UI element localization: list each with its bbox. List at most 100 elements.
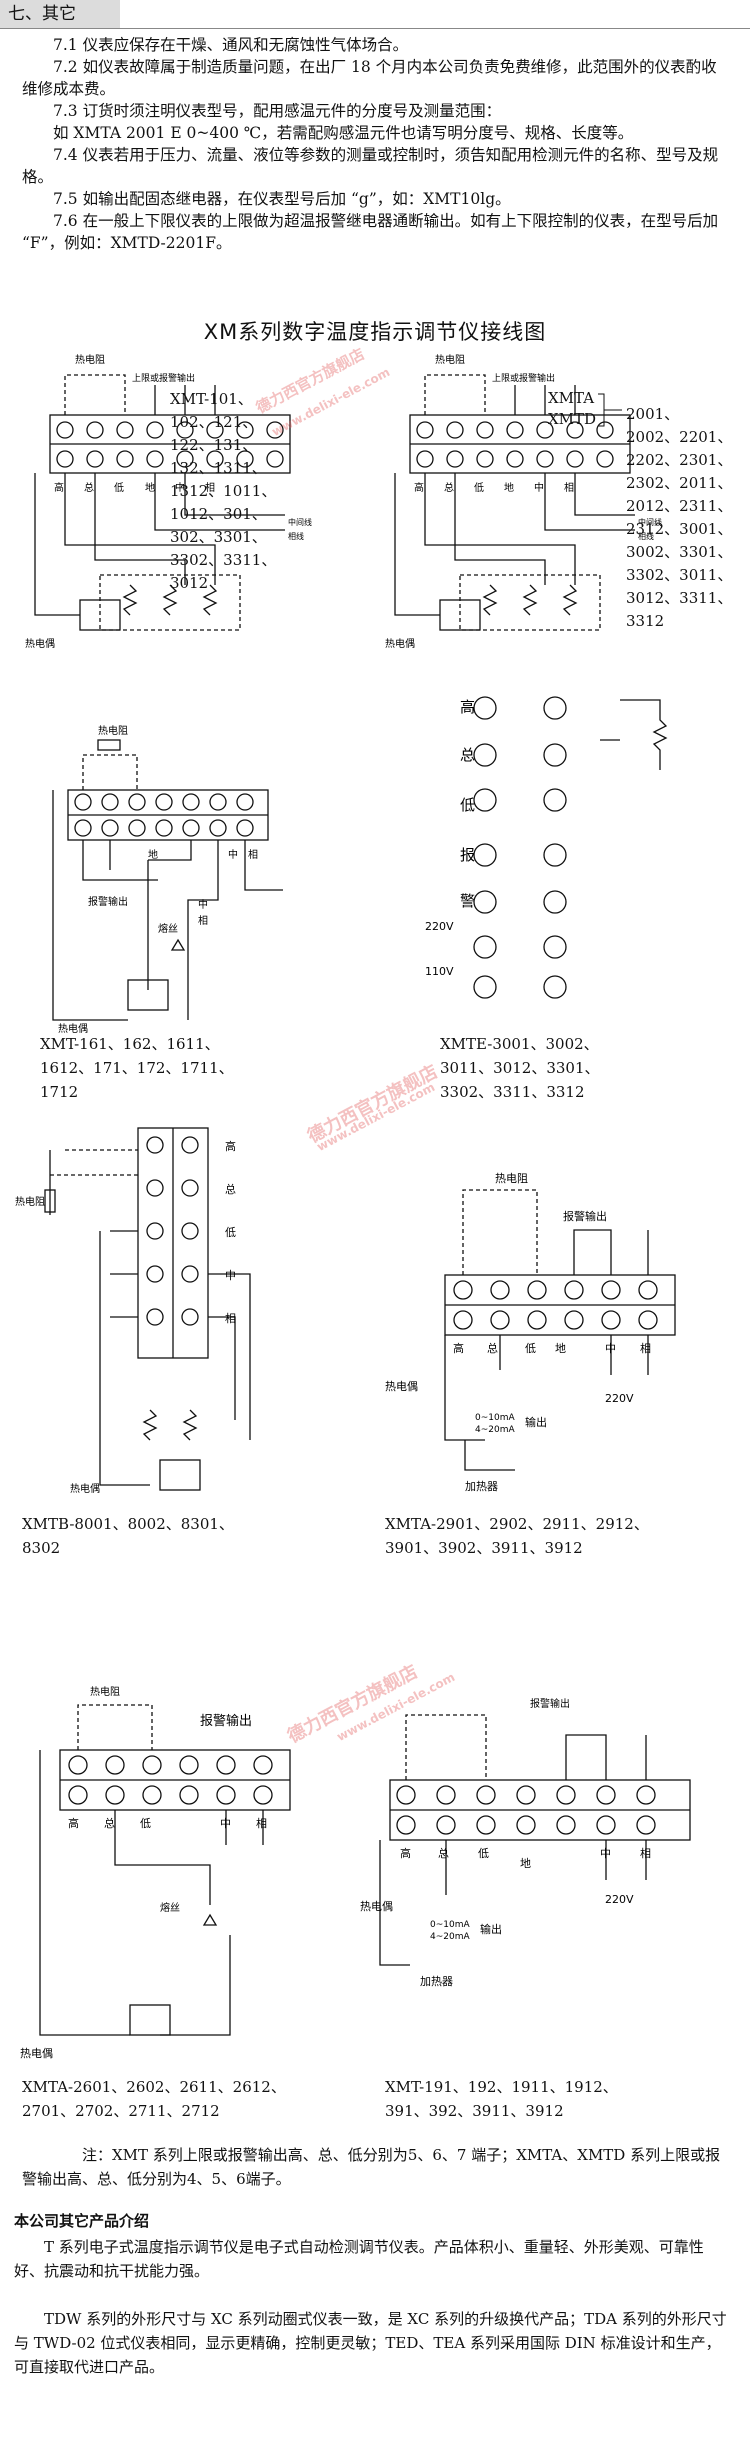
term-ground: 地 xyxy=(145,481,155,494)
term-phase: 相 xyxy=(640,1847,651,1860)
rtd-label: 热电阻 xyxy=(435,353,465,366)
term-mid: 中 xyxy=(534,481,544,494)
term-alarm-2: 警 xyxy=(460,892,475,910)
voltage-110: 110V xyxy=(425,965,454,978)
rtd-label: 热电阻 xyxy=(75,353,105,366)
term-ground: 地 xyxy=(148,848,158,861)
para-7-1: 7.1 仪表应保存在干燥、通风和无腐蚀性气体场合。 xyxy=(53,36,409,54)
terminal-screws xyxy=(56,421,284,468)
term-low: 低 xyxy=(525,1342,536,1355)
caption-xmt191: XMT-191、192、1911、1912、 391、392、3911、3912 xyxy=(385,2078,618,2120)
term-high: 高 xyxy=(414,481,424,494)
voltage-220: 220V xyxy=(425,920,454,933)
term-total: 总 xyxy=(438,1846,449,1860)
wiring-diagram-xmt191: 报警输出 高 总 低 地 中 相 热电偶 0~10mA 4~20mA 输出 22… xyxy=(360,1697,691,1988)
output-label: 输出 xyxy=(480,1922,502,1936)
wiring-diagram-xmte: 高 总 低 报 警 220V 110V xyxy=(425,696,668,999)
term-phase: 相 xyxy=(564,481,574,494)
divider xyxy=(0,28,750,29)
model-prefix-xmta: XMTA xyxy=(548,389,595,407)
alarm-label: 报警输出 xyxy=(530,1697,570,1710)
model-prefix-xmtd: XMTD xyxy=(548,410,597,428)
tc-label: 热电偶 xyxy=(70,1482,100,1495)
tc-label: 热电偶 xyxy=(20,2047,53,2060)
tc-label: 热电偶 xyxy=(385,637,415,650)
phase-line-label: 相线 xyxy=(638,531,654,541)
term-ground: 地 xyxy=(520,1857,531,1870)
term-mid: 中 xyxy=(600,1847,611,1860)
term-mid: 中 xyxy=(220,1817,231,1830)
term-mid: 中 xyxy=(175,481,185,494)
products-para-1: T 系列电子式温度指示调节仪是电子式自动检测调节仪表。产品体积小、重量轻、外形美… xyxy=(14,2238,704,2280)
products-para-2: TDW 系列的外形尺寸与 XC 系列动圈式仪表一致，是 XC 系列的升级换代产品… xyxy=(14,2310,727,2376)
wiring-note: 注：XMT 系列上限或报警输出高、总、低分别为5、6、7 端子；XMTA、XMT… xyxy=(22,2146,721,2188)
term-total: 总 xyxy=(104,1816,115,1830)
tc-label: 热电偶 xyxy=(25,637,55,650)
term-total: 总 xyxy=(460,746,475,764)
wiring-diagram-xmt161: 热电阻 地 中 相 报警输出 熔丝 中 相 热电偶 xyxy=(52,724,283,1035)
term-total: 总 xyxy=(487,1341,498,1355)
line-phase: 相 xyxy=(198,914,208,927)
tc-label: 热电偶 xyxy=(58,1022,88,1035)
caption-xmte: XMTE-3001、3002、 3011、3012、3301、 3302、331… xyxy=(440,1035,600,1101)
term-low: 低 xyxy=(225,1226,236,1239)
term-total: 总 xyxy=(84,481,94,494)
term-phase: 相 xyxy=(256,1817,267,1830)
fuse-label: 熔丝 xyxy=(160,1901,180,1914)
rtd-label: 热电阻 xyxy=(495,1172,528,1185)
term-phase: 相 xyxy=(225,1312,236,1325)
tc-label: 热电偶 xyxy=(360,1900,393,1913)
wiring-diagram-xmt101: 热电阻 上限或报警输出 高 总 低 地 中 相 中间线 相线 热电偶 xyxy=(25,353,312,650)
term-low: 低 xyxy=(478,1847,489,1860)
mid-line-label: 中间线 xyxy=(638,517,662,527)
ma-range-1: 0~10mA xyxy=(475,1413,515,1423)
fuse-label: 熔丝 xyxy=(158,922,178,935)
wiring-diagram-xmta2601: 热电阻 报警输出 高 总 低 中 相 熔丝 热电偶 xyxy=(20,1685,291,2060)
mid-line-label: 中间线 xyxy=(288,517,312,527)
para-7-6: 7.6 在一般上下限仪表的上限做为超温报警继电器通断输出。如有上下限控制的仪表，… xyxy=(22,212,719,252)
para-7-4: 7.4 仪表若用于压力、流量、液位等参数的测量或控制时，须告知配用检测元件的名称… xyxy=(22,146,719,186)
products-heading: 本公司其它产品介绍 xyxy=(14,2212,150,2230)
para-7-3-example: 如 XMTA 2001 E 0~400 ℃，若需配购感温元件也请写明分度号、规格… xyxy=(53,124,634,142)
alarm-label: 报警输出 xyxy=(200,1713,252,1729)
alarm-out-label: 上限或报警输出 xyxy=(132,372,195,384)
term-phase: 相 xyxy=(640,1342,651,1355)
alarm-label: 报警输出 xyxy=(88,895,128,908)
voltage-220: 220V xyxy=(605,1893,634,1906)
term-phase: 相 xyxy=(205,481,215,494)
instructions-block: 7.1 仪表应保存在干燥、通风和无腐蚀性气体场合。 7.2 如仪表故障属于制造质… xyxy=(22,34,727,254)
para-7-2: 7.2 如仪表故障属于制造质量问题，在出厂 18 个月内本公司负责免费维修，此范… xyxy=(22,58,717,98)
caption-xmtb: XMTB-8001、8002、8301、 8302 xyxy=(22,1515,234,1557)
term-low: 低 xyxy=(114,481,124,494)
section-heading: 七、其它 xyxy=(0,0,120,28)
phase-line-label: 相线 xyxy=(288,531,304,541)
term-high: 高 xyxy=(460,698,475,716)
caption-xmt161: XMT-161、162、1611、 1612、171、172、1711、 171… xyxy=(40,1035,234,1101)
term-ground: 地 xyxy=(555,1342,566,1355)
term-phase: 相 xyxy=(248,848,258,861)
bracket-icon xyxy=(598,393,622,427)
ma-range-2: 4~20mA xyxy=(430,1932,470,1942)
term-total: 总 xyxy=(444,481,454,494)
caption-xmta2901: XMTA-2901、2902、2911、2912、 3901、3902、3911… xyxy=(385,1515,649,1557)
heater-label: 加热器 xyxy=(465,1480,498,1493)
tc-label: 热电偶 xyxy=(385,1380,418,1393)
ma-range-2: 4~20mA xyxy=(475,1425,515,1435)
term-high: 高 xyxy=(68,1816,79,1830)
caption-xmta2601: XMTA-2601、2602、2611、2612、 2701、2702、2711… xyxy=(22,2078,286,2120)
wiring-diagram-xmtb: 高 总 低 中 相 热电阻 热电偶 xyxy=(15,1127,251,1495)
term-alarm: 报 xyxy=(460,846,475,864)
rtd-label: 热电阻 xyxy=(15,1195,45,1208)
term-high: 高 xyxy=(453,1341,464,1355)
term-mid: 中 xyxy=(605,1342,616,1355)
term-high: 高 xyxy=(400,1846,411,1860)
diagram-title: XM系列数字温度指示调节仪接线图 xyxy=(203,320,547,344)
alarm-out-label: 上限或报警输出 xyxy=(492,372,555,384)
model-list-xmta2001: 2001、 2002、2201、 2202、2301、 2302、2011、 2… xyxy=(626,405,733,630)
model-list-xmt101: XMT-101、 102、121、 122、131、 132、1311、 131… xyxy=(170,390,277,592)
term-low: 低 xyxy=(140,1817,151,1830)
para-7-5: 7.5 如输出配固态继电器，在仪表型号后加 “g”，如：XMT10lg。 xyxy=(53,190,511,208)
rtd-label: 热电阻 xyxy=(98,724,128,737)
output-label: 输出 xyxy=(525,1415,547,1429)
term-low: 低 xyxy=(460,796,475,814)
